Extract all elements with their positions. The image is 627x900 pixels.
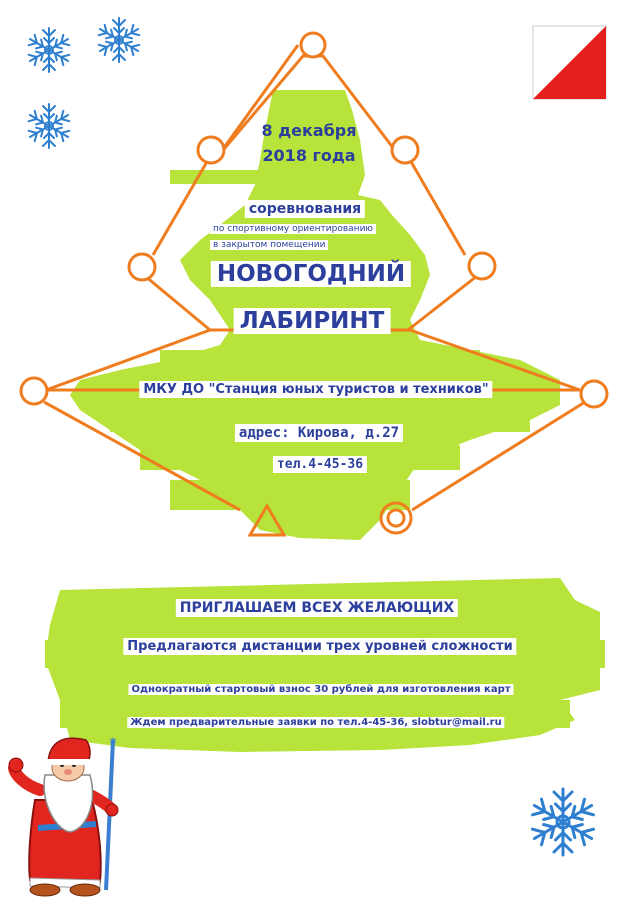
event-word: соревнования — [244, 200, 366, 218]
fee-text: Однократный стартовый взнос 30 рублей дл… — [128, 684, 514, 695]
subtitle-line2: в закрытом помещении — [210, 240, 329, 250]
distances-text: Предлагаются дистанции трех уровней слож… — [123, 638, 517, 655]
address: адрес: Кирова, д.27 — [234, 424, 404, 442]
organizer: МКУ ДО "Станция юных туристов и техников… — [139, 381, 493, 398]
date-line1: 8 декабря — [261, 121, 357, 140]
snowflake-icon — [95, 17, 143, 63]
info-lime-fill — [45, 578, 605, 752]
applications-text: Ждем предварительные заявки по тел.4-45-… — [127, 717, 505, 728]
snowflake-icon — [528, 787, 598, 857]
orienteering-flag-icon — [532, 25, 607, 100]
invite-heading: ПРИГЛАШАЕМ ВСЕХ ЖЕЛАЮЩИХ — [175, 599, 459, 617]
title-line1: НОВОГОДНИЙ — [210, 261, 412, 287]
finish-circle-icon — [379, 501, 413, 535]
date-line2: 2018 года — [262, 146, 356, 165]
title-line2: ЛАБИРИНТ — [233, 308, 391, 334]
svg-text:✶: ✶ — [108, 734, 118, 748]
santa-claus-icon: ✶ — [8, 734, 119, 897]
control-points — [19, 31, 609, 409]
subtitle-line1: по спортивному ориентированию — [210, 224, 376, 234]
snowflake-icon — [25, 103, 73, 149]
phone: тел.4-45-36 — [272, 456, 368, 473]
snowflake-icon — [25, 27, 73, 73]
start-triangle-icon — [247, 503, 287, 537]
